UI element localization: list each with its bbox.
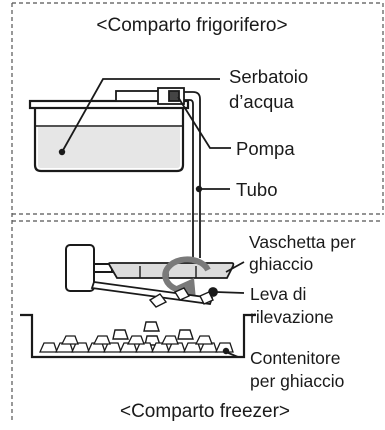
leader-lines-bottom <box>215 261 245 358</box>
ice-cube <box>102 342 122 353</box>
leva-label-1: Leva di <box>250 284 306 304</box>
ice-cube <box>92 335 111 345</box>
ice-cube <box>194 335 213 345</box>
serbatoio-label-2: d’acqua <box>229 91 295 112</box>
water-tube <box>184 91 201 258</box>
ice-pile <box>38 335 234 353</box>
leva-label-2: rilevazione <box>250 307 334 327</box>
tank-lid <box>28 99 190 110</box>
leader-lines-top <box>61 78 231 190</box>
bin-label-dot <box>222 347 230 355</box>
pump <box>157 87 185 105</box>
serbatoio-leader <box>61 78 220 153</box>
ice-cube <box>134 342 154 353</box>
ice-cube <box>148 293 168 308</box>
water-tank <box>28 90 190 173</box>
fridge-compartment-title: <Comparto frigorifero> <box>96 15 287 36</box>
contenitore-leader <box>225 351 245 358</box>
ice-cube <box>143 321 160 332</box>
tube-outer <box>184 91 201 258</box>
ice-cube <box>60 335 79 345</box>
contenitore-label-2: per ghiaccio <box>250 371 344 391</box>
tank-label-dot <box>58 148 66 156</box>
motor-box <box>65 244 95 292</box>
ice-cube <box>160 335 179 345</box>
ice-maker-unit <box>65 244 113 292</box>
ice-cube <box>38 342 58 353</box>
compartment-borders <box>11 2 384 420</box>
ice-cube <box>166 342 186 353</box>
vaschetta-label-2: ghiaccio <box>249 254 313 274</box>
pompa-leader <box>177 96 231 149</box>
tank-water <box>38 127 180 168</box>
tube-inner <box>184 99 194 258</box>
serbatoio-label-1: Serbatoio <box>229 66 308 87</box>
tubo-label: Tubo <box>236 179 277 200</box>
ice-bin <box>20 313 256 359</box>
pompa-label: Pompa <box>236 138 295 159</box>
ice-cube <box>70 342 90 353</box>
freezer-compartment-title: <Comparto freezer> <box>120 401 290 422</box>
ice-cube <box>177 329 194 340</box>
vaschetta-leader <box>225 261 245 273</box>
falling-ice <box>112 287 214 346</box>
ice-cube <box>173 287 191 301</box>
ice-cube <box>126 335 145 345</box>
tank-body <box>33 108 185 173</box>
ice-cube <box>199 291 214 305</box>
ice-cube <box>112 329 129 340</box>
leva-leader <box>215 291 245 294</box>
tank-top-box <box>115 90 161 102</box>
pump-inner <box>168 90 180 102</box>
vaschetta-label-1: Vaschetta per <box>249 232 356 252</box>
ice-cube <box>198 342 218 353</box>
contenitore-label-1: Contenitore <box>250 348 340 368</box>
